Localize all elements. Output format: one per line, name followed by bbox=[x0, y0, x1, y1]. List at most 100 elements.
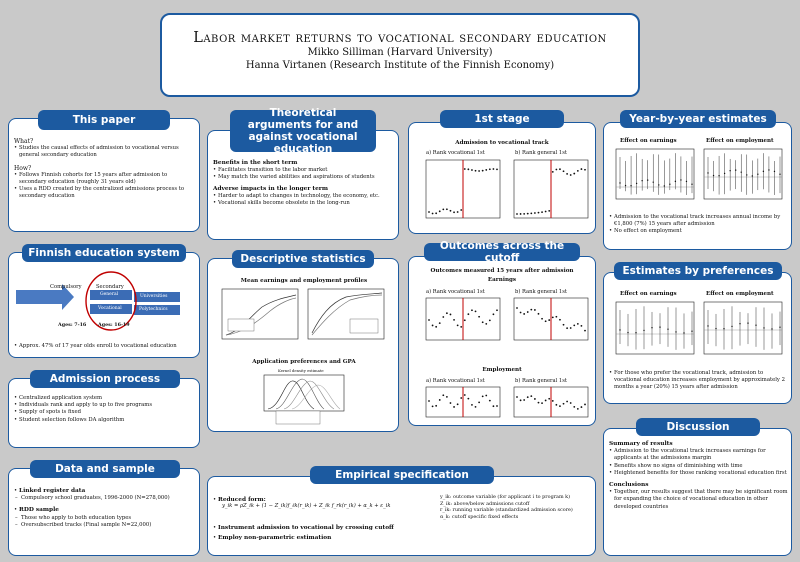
employment-chart-a bbox=[425, 386, 501, 418]
plot-point bbox=[428, 400, 430, 402]
data-sample-heading: Data and sample bbox=[30, 460, 180, 478]
outcomes-subtitle: Outcomes measured 15 years after admissi… bbox=[430, 268, 574, 274]
plot-point bbox=[492, 405, 495, 408]
plot-point bbox=[428, 211, 430, 213]
secondary-label: Secondary bbox=[96, 284, 124, 290]
compulsory-label: Compulsory bbox=[50, 284, 82, 290]
plot-point bbox=[471, 309, 473, 312]
fig2-title: Application preferences and GPA bbox=[252, 359, 356, 365]
yby-earnings-chart bbox=[615, 148, 695, 200]
first-stage-chart-a bbox=[425, 159, 501, 219]
fig1-title: Mean earnings and employment profiles bbox=[240, 278, 368, 284]
plot-point bbox=[584, 329, 586, 332]
definition: Z_ik: above/below admissions cutoff bbox=[440, 500, 530, 507]
reduced-label: Reduced form: bbox=[218, 497, 266, 504]
plot-point bbox=[576, 408, 579, 410]
plot-point bbox=[580, 324, 583, 327]
estimate-point bbox=[762, 170, 765, 173]
plot-point bbox=[445, 312, 448, 315]
descriptive-panel bbox=[207, 258, 399, 432]
definitions: y_ik: outcome variable (for applicant i … bbox=[440, 494, 594, 520]
what-label: What? bbox=[14, 138, 34, 145]
admission-heading: Admission process bbox=[30, 370, 180, 388]
estimate-point bbox=[641, 180, 643, 182]
plot-point bbox=[463, 168, 466, 170]
estimate-point bbox=[773, 170, 776, 173]
plot-point bbox=[526, 311, 529, 313]
plot-point bbox=[526, 212, 529, 215]
plot-point bbox=[555, 315, 558, 318]
admission-item: Centralized application system bbox=[14, 395, 196, 402]
plot-point bbox=[474, 310, 477, 313]
conclusions-label: Conclusions bbox=[609, 482, 649, 489]
plot-point bbox=[566, 173, 569, 175]
yby-col1: Effect on earnings bbox=[620, 138, 677, 144]
finnish-heading: Finnish education system bbox=[22, 244, 186, 262]
definition: α_k: cutoff specific fixed effects bbox=[440, 513, 519, 520]
estimate-point bbox=[739, 323, 741, 325]
employment-label: Employment bbox=[482, 367, 522, 373]
plot-point bbox=[442, 394, 445, 397]
plot-point bbox=[488, 399, 491, 402]
plot-point bbox=[445, 395, 448, 398]
estimate-point bbox=[680, 179, 682, 181]
definition: y_ik: outcome variable (for applicant i … bbox=[440, 494, 571, 500]
prefs-col2: Effect on employment bbox=[706, 291, 774, 297]
short-label: Benefits in the short term bbox=[213, 160, 298, 166]
plot-point bbox=[478, 170, 481, 172]
plot-point bbox=[435, 325, 438, 328]
estimate-point bbox=[685, 180, 688, 183]
plot-point bbox=[478, 401, 481, 404]
finnish-note: Approx. 47% of 17 year olds enroll to vo… bbox=[14, 343, 196, 350]
plot-point bbox=[467, 397, 470, 400]
prefs-employment-chart bbox=[703, 301, 783, 355]
summary-item: Heightened benefits for those ranking vo… bbox=[609, 470, 789, 477]
plot-point bbox=[460, 397, 463, 399]
plot-point bbox=[445, 208, 448, 211]
instrument-text: Instrument admission to vocational by cr… bbox=[218, 525, 394, 531]
plot-point bbox=[453, 406, 455, 408]
plot-point bbox=[431, 212, 434, 215]
estimate-point bbox=[731, 325, 733, 328]
rdd-sub: Those who apply to both education types bbox=[14, 515, 196, 522]
admission-item: Individuals rank and apply to up to five… bbox=[14, 402, 196, 409]
plot-point bbox=[453, 211, 455, 214]
estimate-point bbox=[646, 179, 649, 181]
short-item: May match the varied abilities and aspir… bbox=[213, 174, 395, 181]
employment-profile-chart bbox=[307, 288, 385, 340]
estimate-point bbox=[643, 329, 645, 332]
prefs-item: For those who prefer the vocational trac… bbox=[609, 370, 789, 392]
plot-frame bbox=[615, 301, 695, 355]
plot-point bbox=[456, 403, 459, 406]
earnings-chart-a bbox=[425, 297, 501, 341]
how-item: Uses a RDD created by the centralized ad… bbox=[14, 186, 196, 200]
earnings-profile-chart bbox=[221, 288, 299, 340]
plot-point bbox=[526, 396, 529, 399]
plot-point bbox=[559, 168, 561, 171]
plot-point bbox=[584, 403, 586, 406]
plot-point bbox=[438, 322, 441, 324]
plot-point bbox=[428, 319, 430, 321]
vocational-label: Vocational bbox=[98, 306, 122, 311]
plot-point bbox=[573, 324, 576, 327]
ages-label-1: Ages: 7-16 bbox=[58, 322, 87, 328]
definition: r_ik: running variable (standardized adm… bbox=[440, 507, 573, 514]
estimate-point bbox=[747, 322, 749, 324]
first-stage-heading: 1st stage bbox=[440, 110, 564, 128]
plot-point bbox=[516, 213, 518, 215]
plot-point bbox=[463, 319, 466, 322]
estimate-point bbox=[751, 175, 754, 177]
estimate-point bbox=[658, 184, 660, 186]
linked-label: Linked register data bbox=[19, 488, 86, 494]
plot-point bbox=[471, 403, 473, 406]
plot-point bbox=[566, 327, 569, 330]
plot-point bbox=[492, 168, 495, 170]
plot-point bbox=[492, 313, 495, 316]
plot-point bbox=[573, 172, 576, 175]
plot-frame bbox=[703, 301, 783, 355]
plot-point bbox=[519, 213, 522, 215]
plot-point bbox=[533, 309, 536, 311]
admission-item: Supply of spots is fixed bbox=[14, 409, 196, 416]
estimate-point bbox=[619, 329, 621, 331]
employment-panel-a-label: a) Rank vocational 1st bbox=[426, 378, 485, 384]
